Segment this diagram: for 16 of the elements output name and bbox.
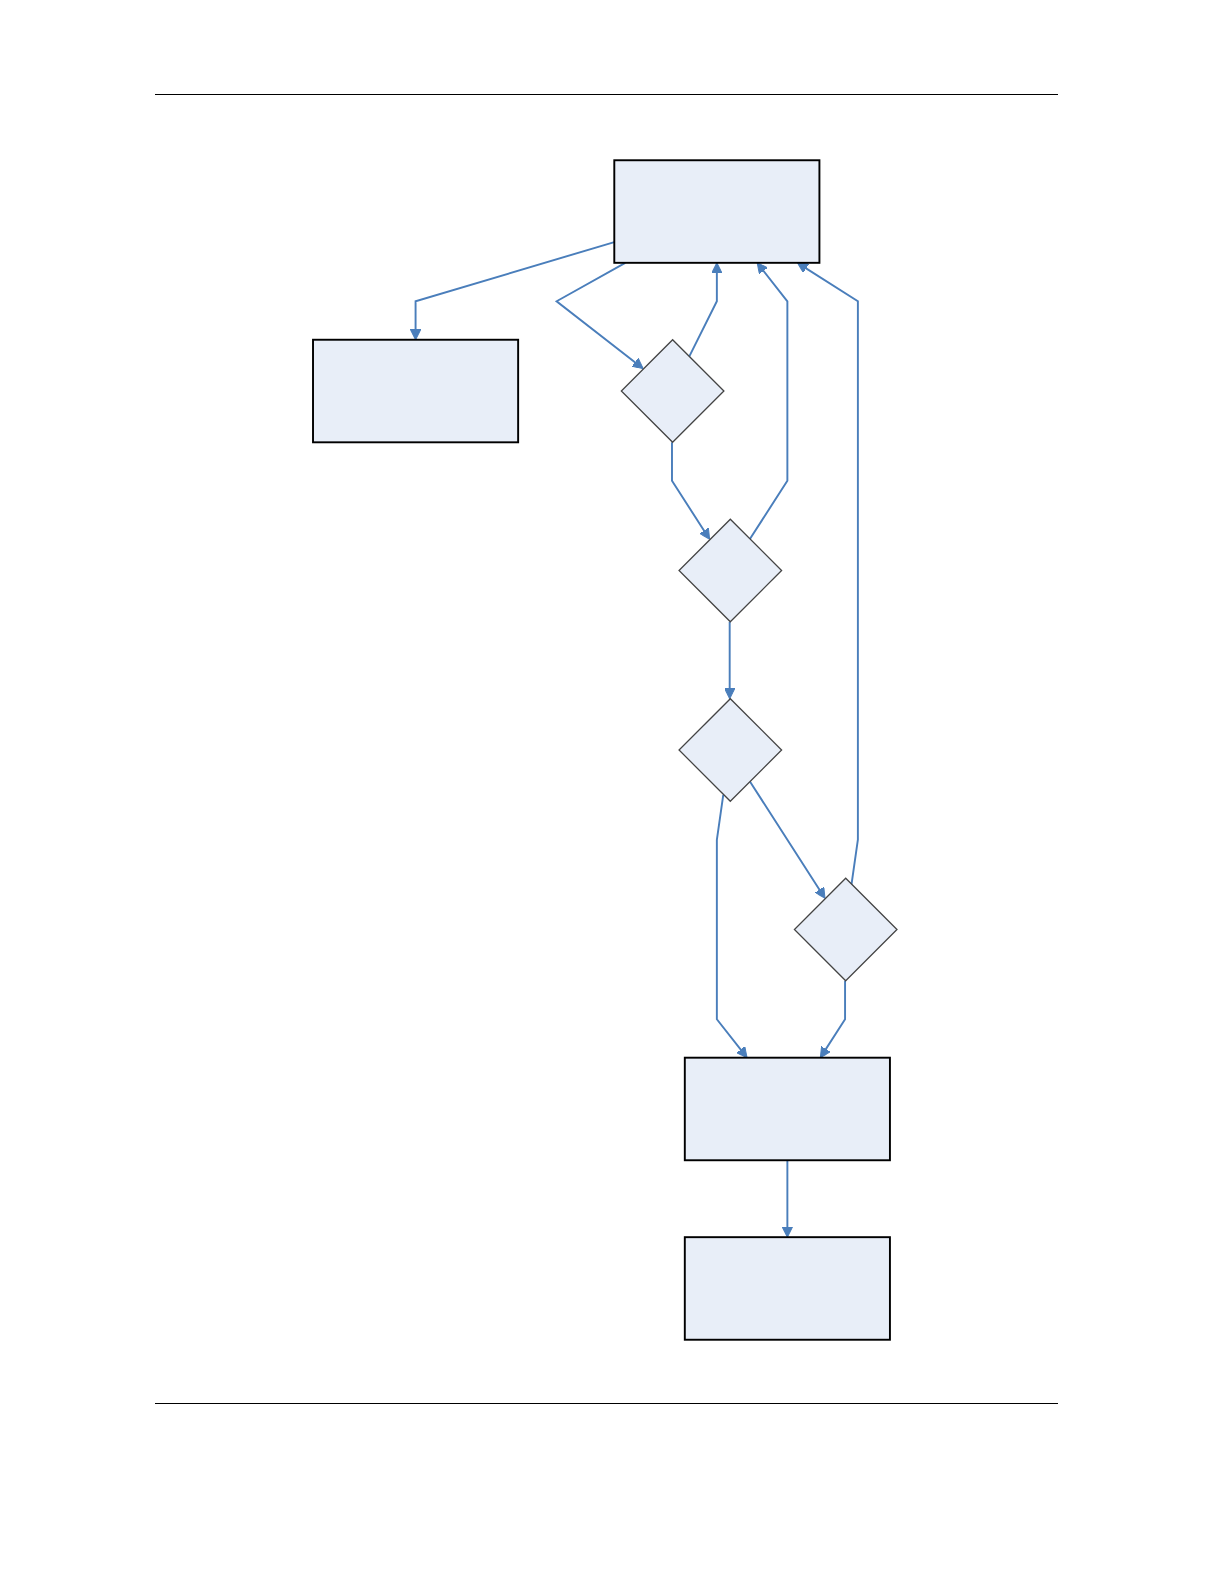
arrow [781,1159,793,1238]
arrow [688,262,723,358]
node-box [683,1236,891,1341]
node-box [613,159,821,264]
arrow [819,979,846,1059]
node-box [312,338,520,444]
node-diamond [678,697,783,803]
node-diamond [793,877,898,982]
node-diamond [678,518,783,623]
arrow [724,620,736,700]
arrow [671,441,711,540]
node-box [683,1056,891,1162]
node-diamond [620,338,725,444]
arrow [554,261,644,370]
arrow [748,262,789,541]
arrow [748,780,826,899]
